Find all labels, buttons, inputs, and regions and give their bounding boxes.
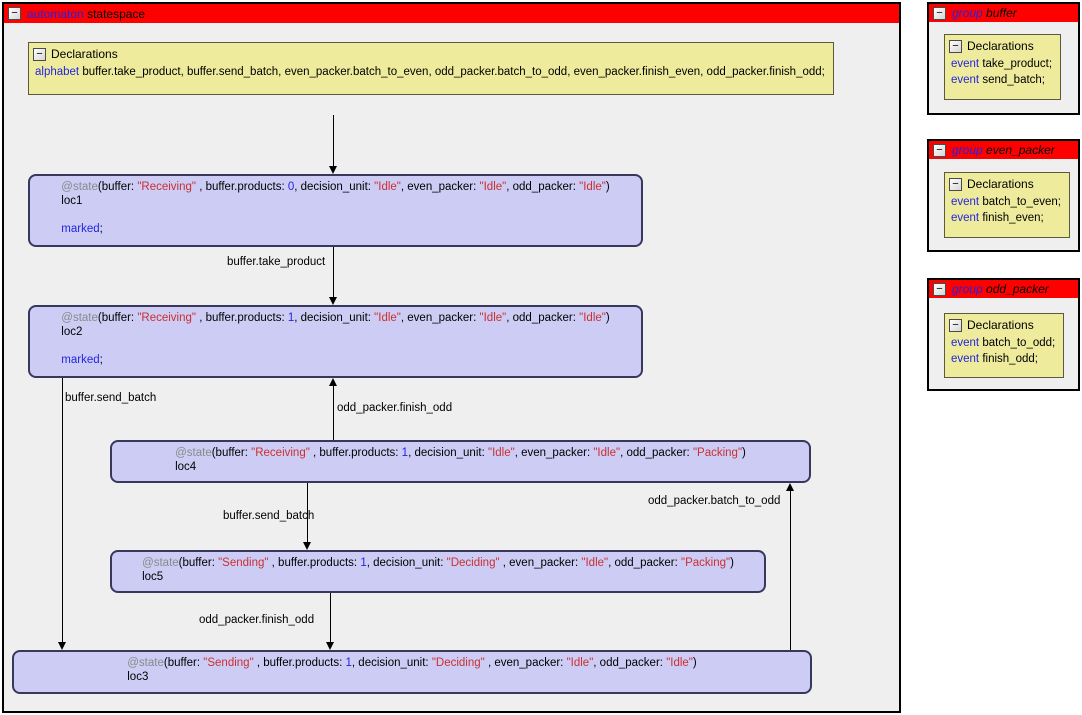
state-annotation: @state(buffer: "Sending" , buffer.produc… [127,656,697,670]
state-name: loc2 [61,325,609,339]
state-annotation: @state(buffer: "Receiving" , buffer.prod… [61,180,609,194]
collapse-button[interactable]: − [949,178,962,191]
marked-declaration: marked; [61,222,609,236]
minus-icon: − [952,42,958,51]
declarations-title: Declarations [967,39,1034,53]
alphabet-declaration: alphabet buffer.take_product, buffer.sen… [33,64,825,80]
event-declaration: event finish_odd; [949,351,1055,367]
minus-icon: − [36,50,42,59]
state-name: loc3 [127,670,697,684]
edge-label: buffer.send_batch [65,392,156,404]
state-annotation: @state(buffer: "Receiving" , buffer.prod… [61,311,609,325]
edge-label: buffer.take_product [227,256,325,268]
arrowhead [58,642,66,650]
state-loc3[interactable]: @state(buffer: "Sending" , buffer.produc… [12,650,812,694]
group-title-bar: − group even_packer [929,141,1078,159]
edge-label: odd_packer.batch_to_odd [648,495,780,507]
group-title-bar: − group buffer [929,4,1078,22]
automaton-title: automaton statespace [27,7,145,21]
edge-line [62,378,63,642]
collapse-button[interactable]: − [33,48,46,61]
group-even-packer-panel: − group even_packer − Declarations event… [927,139,1080,252]
edge-line [307,483,308,542]
group-buffer-panel: − group buffer − Declarations event take… [927,2,1080,115]
state-annotation: @state(buffer: "Receiving" , buffer.prod… [175,446,746,460]
arrowhead [326,642,334,650]
state-loc4[interactable]: @state(buffer: "Receiving" , buffer.prod… [110,440,811,483]
minus-icon: − [952,180,958,189]
group-title: group odd_packer [952,282,1049,296]
state-name: loc5 [142,570,734,584]
arrowhead-initial [329,166,337,174]
declarations-header: − Declarations [949,177,1061,191]
declarations-title: Declarations [51,47,118,61]
group-title: group even_packer [952,143,1055,157]
edge-label: odd_packer.finish_odd [337,402,452,414]
arrowhead [329,297,337,305]
marked-declaration: marked; [61,353,609,367]
collapse-button[interactable]: − [933,144,946,157]
minus-icon: − [11,9,17,18]
edge-label: odd_packer.finish_odd [199,614,314,626]
group-odd-packer-panel: − group odd_packer − Declarations event … [927,278,1080,391]
declarations-header: − Declarations [949,318,1055,332]
edge-line-initial [333,115,334,166]
declarations-title: Declarations [967,318,1034,332]
collapse-button[interactable]: − [8,7,21,20]
automaton-declarations-box: − Declarations alphabet buffer.take_prod… [28,42,834,95]
group-title-bar: − group odd_packer [929,280,1078,298]
state-loc2[interactable]: @state(buffer: "Receiving" , buffer.prod… [28,305,643,378]
group-title: group buffer [952,6,1017,20]
event-declaration: event batch_to_odd; [949,335,1055,351]
collapse-button[interactable]: − [949,319,962,332]
blank-line [61,208,609,222]
minus-icon: − [936,9,942,18]
state-name: loc1 [61,194,609,208]
event-declaration: event send_batch; [949,72,1052,88]
event-declaration: event batch_to_even; [949,194,1061,210]
edge-line [790,490,791,650]
automaton-title-bar: − automaton statespace [4,4,899,23]
group-declarations-box: − Declarations event batch_to_odd; event… [944,313,1064,378]
collapse-button[interactable]: − [933,7,946,20]
edge-label: buffer.send_batch [223,510,314,522]
declarations-header: − Declarations [33,47,825,61]
state-loc1[interactable]: @state(buffer: "Receiving" , buffer.prod… [28,174,643,247]
arrowhead [303,542,311,550]
group-declarations-box: − Declarations event batch_to_even; even… [944,172,1070,238]
blank-line [61,339,609,353]
event-declaration: event finish_even; [949,210,1061,226]
event-declaration: event take_product; [949,56,1052,72]
declarations-title: Declarations [967,177,1034,191]
edge-line [333,385,334,440]
declarations-header: − Declarations [949,39,1052,53]
edge-line [333,247,334,297]
state-name: loc4 [175,460,746,474]
collapse-button[interactable]: − [933,283,946,296]
collapse-button[interactable]: − [949,40,962,53]
state-loc5[interactable]: @state(buffer: "Sending" , buffer.produc… [110,550,766,593]
edge-line [330,593,331,642]
minus-icon: − [952,321,958,330]
minus-icon: − [936,285,942,294]
state-annotation: @state(buffer: "Sending" , buffer.produc… [142,556,734,570]
group-declarations-box: − Declarations event take_product; event… [944,34,1061,100]
minus-icon: − [936,146,942,155]
